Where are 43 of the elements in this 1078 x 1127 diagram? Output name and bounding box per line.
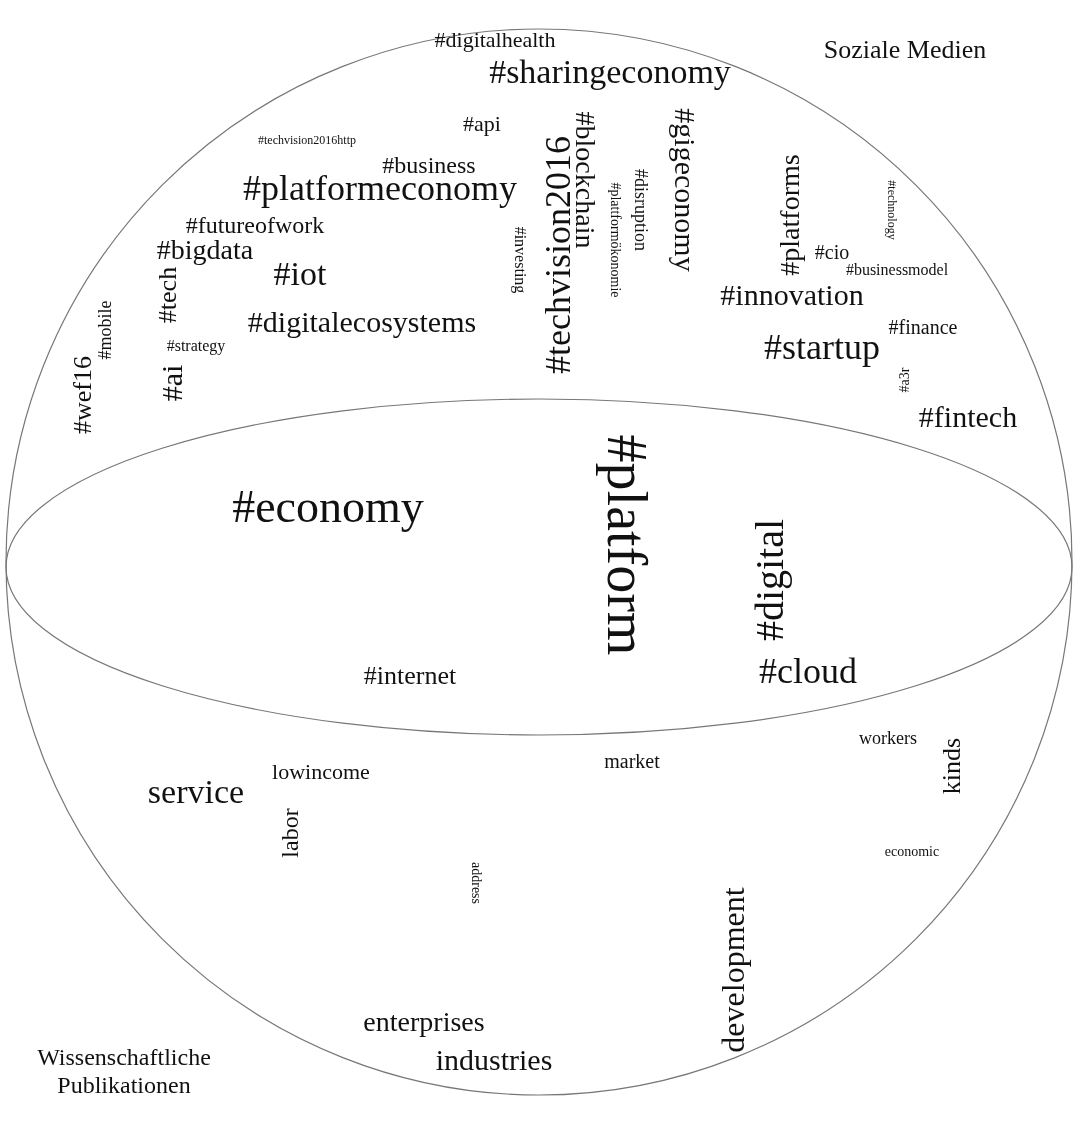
word-cloud-term: #a3r — [898, 367, 912, 393]
word-cloud-term: enterprises — [363, 1008, 485, 1036]
word-cloud-term: #iot — [273, 257, 327, 291]
word-cloud-term: #fintech — [918, 402, 1018, 432]
word-cloud-term: industries — [435, 1045, 553, 1075]
word-cloud-term: #wef16 — [70, 356, 96, 434]
word-cloud-term: development — [717, 887, 749, 1053]
word-cloud-term: #startup — [764, 329, 880, 365]
word-cloud-term: economic — [884, 845, 940, 859]
word-cloud-term: #digital — [750, 518, 790, 642]
word-cloud-term: #digitalecosystems — [247, 307, 477, 337]
word-cloud-term: #gigeconomy — [670, 108, 700, 272]
word-cloud-term: labor — [278, 808, 302, 858]
word-cloud-term: workers — [859, 729, 917, 747]
word-cloud-term: #cloud — [759, 653, 857, 689]
word-cloud-term: #economy — [232, 484, 424, 530]
word-cloud-term: market — [604, 751, 660, 771]
word-cloud-term: lowincome — [272, 761, 370, 783]
word-cloud-term: #innovation — [720, 280, 864, 310]
word-cloud-term: #internet — [363, 663, 457, 689]
word-cloud-term: #cio — [814, 242, 850, 262]
word-cloud-term: #digitalhealth — [434, 29, 556, 51]
word-cloud-term: #tech — [155, 266, 181, 324]
word-cloud-term: #investing — [512, 226, 528, 294]
word-cloud-term: address — [469, 862, 483, 904]
word-cloud-term: #disruption — [632, 169, 650, 251]
word-cloud-term: #plattformökonomie — [608, 182, 622, 298]
word-cloud-term: #api — [463, 113, 501, 135]
region-label: Wissenschaftliche Publikationen — [36, 1044, 212, 1100]
word-cloud-term: #platforms — [776, 154, 804, 276]
word-cloud-term: #techvision2016http — [258, 134, 356, 146]
word-cloud-term: #bigdata — [156, 236, 254, 264]
word-cloud-term: kinds — [939, 737, 965, 795]
word-cloud-term: #technology — [886, 180, 898, 240]
word-cloud-term: #futureofwork — [185, 213, 325, 237]
word-cloud-term: service — [147, 775, 245, 809]
word-cloud-term: #strategy — [166, 338, 226, 354]
word-cloud-term: #ai — [157, 364, 187, 402]
word-cloud-term: #sharingeconomy — [489, 55, 731, 89]
word-cloud-term: #finance — [888, 317, 958, 337]
region-label: Soziale Medien — [823, 37, 987, 63]
word-cloud-term: #mobile — [96, 300, 114, 360]
word-cloud-term: #businessmodel — [845, 262, 949, 278]
